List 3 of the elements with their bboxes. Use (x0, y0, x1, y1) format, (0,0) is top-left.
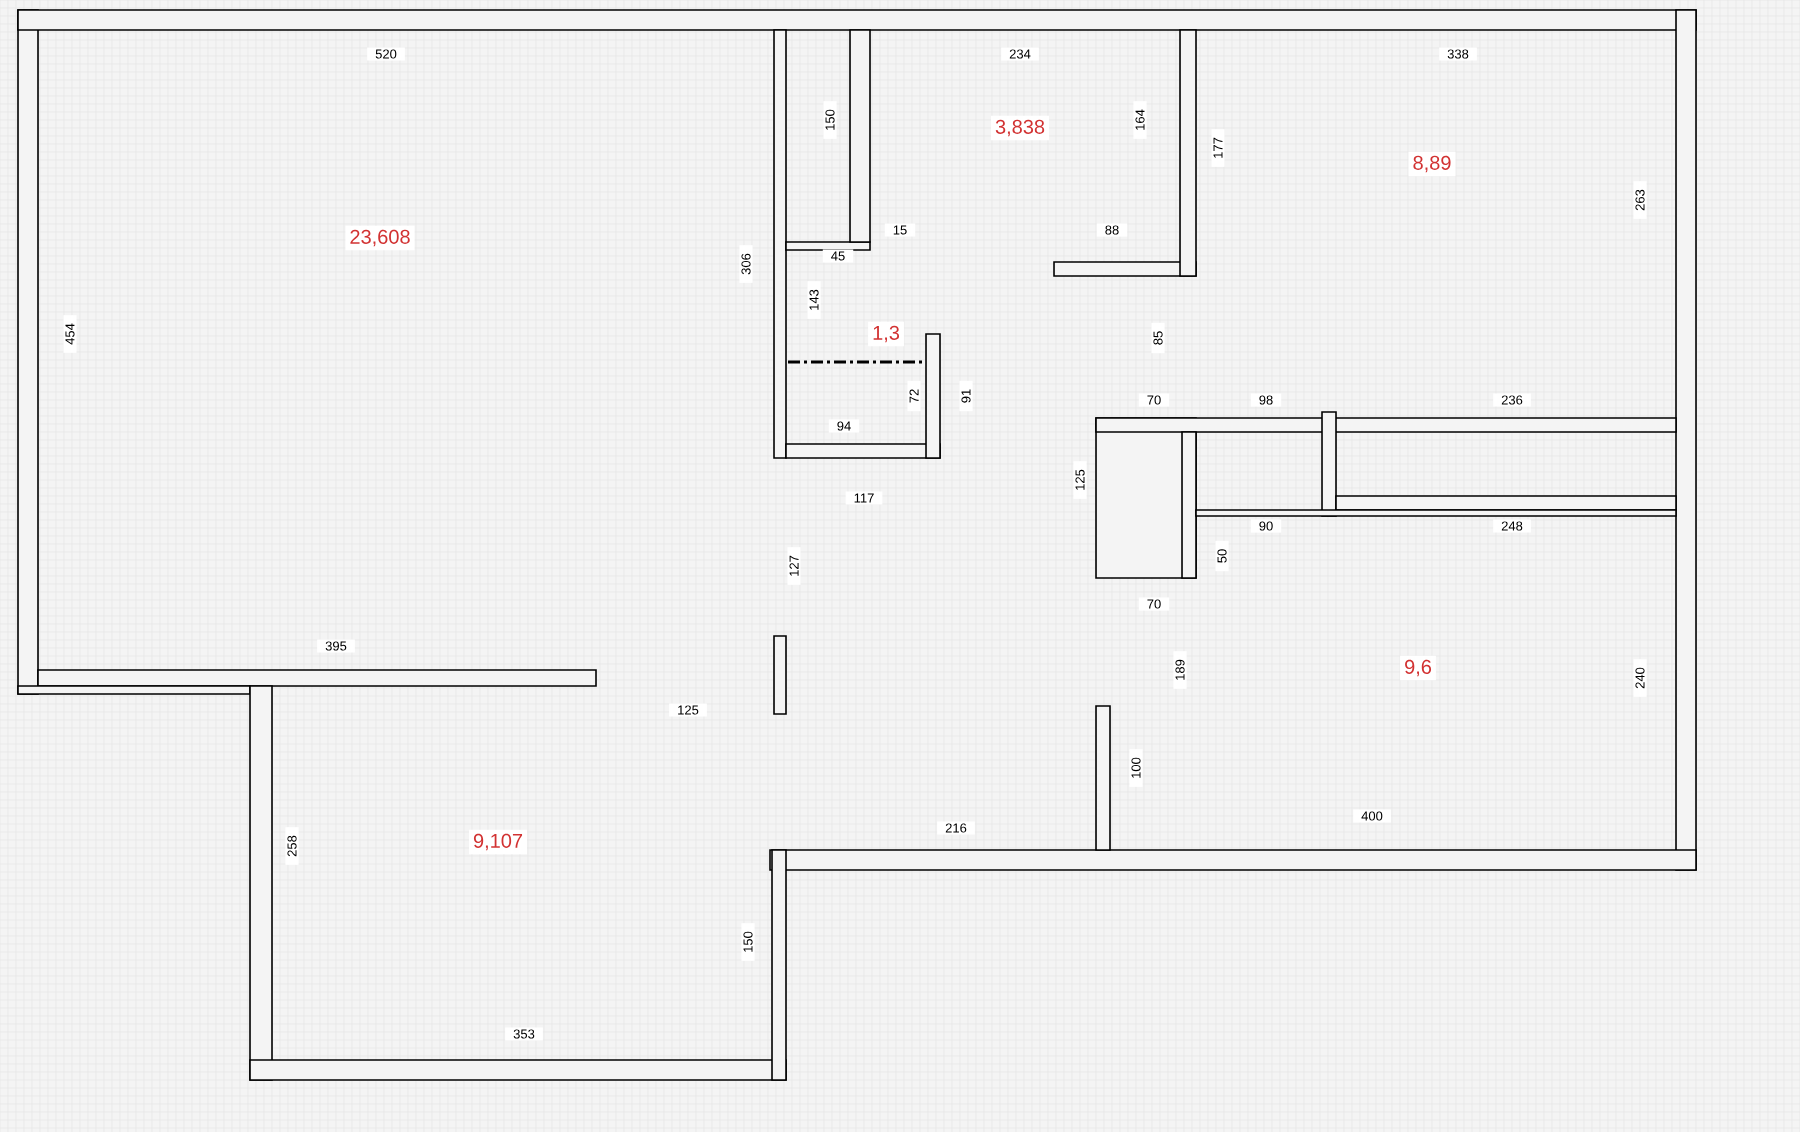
area-label: 9,6 (1400, 655, 1436, 681)
area-label: 23,608 (345, 225, 415, 251)
area-label: 1,3 (868, 321, 904, 347)
